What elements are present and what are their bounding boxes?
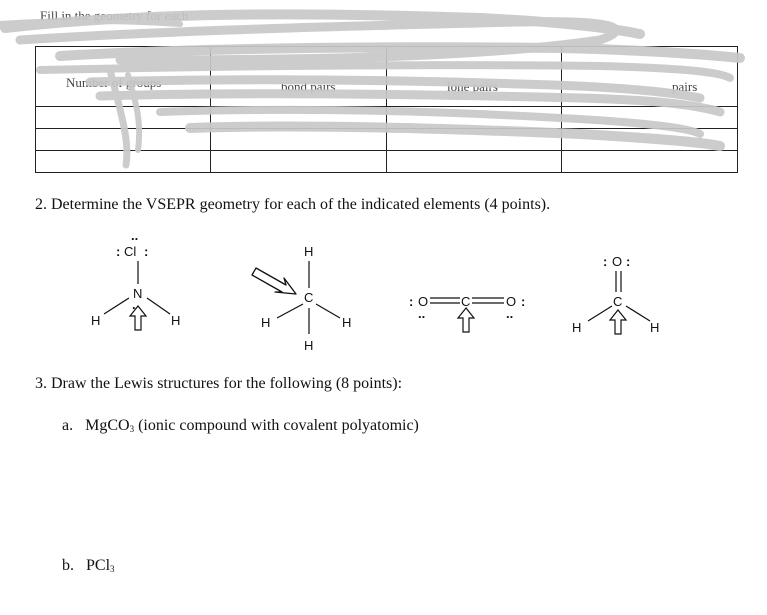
molecule-co2: : O .. C O .. :	[409, 294, 525, 333]
svg-text:..: ..	[132, 297, 139, 312]
formula-main: MgCO	[85, 417, 130, 434]
atom-o: O	[506, 294, 516, 309]
item-marker: b.	[62, 557, 74, 574]
question-3a: a. MgCO3 (ionic compound with covalent p…	[62, 417, 419, 435]
bond-line	[587, 305, 613, 322]
svg-text::: :	[144, 244, 148, 259]
molecule-h2co: : O : C H H	[572, 254, 659, 335]
atom-h: H	[304, 244, 313, 259]
molecule-nh2cl: .. : Cl : N .. H H	[91, 228, 180, 331]
scribble-overlay	[0, 9, 745, 169]
question-2-text: 2. Determine the VSEPR geometry for each…	[35, 196, 551, 213]
table-cell	[561, 150, 738, 173]
scribble-stroke	[125, 72, 143, 153]
atom-h: H	[91, 313, 100, 328]
svg-text:..: ..	[418, 306, 425, 321]
svg-text:..: ..	[131, 228, 138, 243]
atom-o: O	[418, 294, 428, 309]
pointer-arrow-icon	[251, 267, 297, 295]
question-3b: b. PCl3	[62, 557, 115, 575]
atom-h: H	[304, 338, 313, 353]
svg-text::: :	[521, 294, 525, 309]
scribble-stroke	[36, 61, 734, 82]
scribble-stroke	[95, 89, 725, 117]
pointer-arrow-icon	[128, 305, 148, 331]
bond-line	[315, 303, 341, 319]
formula-main: PCl	[86, 557, 111, 574]
molecules-figure: .. : Cl : N .. H H H C H H H : O .. C O …	[91, 228, 659, 353]
atom-h: H	[342, 315, 351, 330]
molecule-ch4: H C H H H	[251, 244, 351, 353]
atom-h: H	[261, 315, 270, 330]
scribble-stroke	[15, 17, 620, 65]
item-marker: a.	[62, 417, 74, 434]
question-3-text: 3. Draw the Lewis structures for the fol…	[35, 375, 403, 392]
atom-o: O	[612, 254, 622, 269]
scribble-stroke	[185, 121, 725, 151]
atom-cl: Cl	[124, 244, 136, 259]
atom-c: C	[461, 294, 470, 309]
table-header-pairs: pairs	[672, 78, 698, 94]
bond-line	[625, 305, 651, 322]
bond-line	[103, 297, 130, 315]
pointer-arrow-icon	[608, 309, 628, 335]
formula-subscript: 3	[129, 424, 135, 434]
svg-text::: :	[626, 254, 630, 269]
svg-text::: :	[409, 294, 413, 309]
svg-text::: :	[116, 244, 120, 259]
formula-subscript: 3	[110, 564, 115, 574]
svg-text:..: ..	[506, 306, 513, 321]
atom-h: H	[171, 313, 180, 328]
scribble-stroke	[85, 75, 705, 103]
svg-text::: :	[603, 254, 607, 269]
scribble-stroke	[156, 106, 704, 138]
atom-c: C	[613, 294, 622, 309]
bond-line	[146, 297, 171, 315]
bond-line	[276, 303, 304, 319]
formula-pcl3: PCl3	[86, 557, 115, 574]
atom-n: N	[133, 286, 142, 301]
formula-note: (ionic compound with covalent polyatomic…	[134, 417, 419, 434]
scribble-stroke	[55, 42, 745, 63]
atom-h: H	[572, 320, 581, 335]
atom-c: C	[304, 290, 313, 305]
scribble-stroke	[106, 66, 131, 169]
pointer-arrow-icon	[456, 307, 476, 333]
scribble-stroke	[0, 18, 183, 27]
formula-mgco3: MgCO3	[85, 417, 134, 434]
atom-h: H	[650, 320, 659, 335]
